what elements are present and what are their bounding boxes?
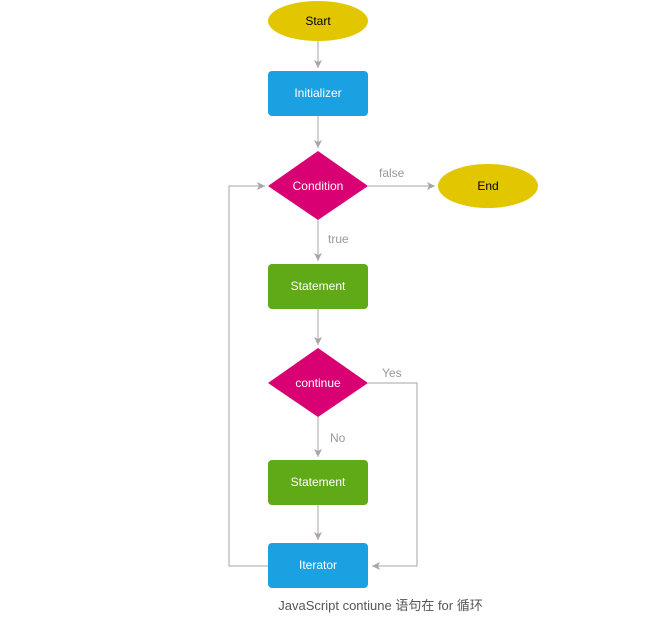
figure-caption: JavaScript contiune 语句在 for 循环: [278, 598, 483, 613]
statement-shape: [268, 460, 368, 505]
edge-continue-yes-to-iterator: [368, 382, 418, 570]
node-label: continue: [295, 376, 341, 390]
node-label: Statement: [291, 475, 346, 489]
node-initializer: Initializer: [268, 71, 368, 116]
decision-shape: [268, 348, 368, 417]
node-end: End: [438, 164, 538, 208]
edge-label-yes: Yes: [382, 366, 402, 380]
edges: [228, 41, 435, 570]
node-label: Statement: [291, 279, 346, 293]
node-condition: Condition: [268, 151, 368, 220]
terminal-shape: [438, 164, 538, 208]
node-statement-2: Statement: [268, 460, 368, 505]
edge-label-no: No: [330, 431, 346, 445]
node-start: Start: [268, 1, 368, 41]
decision-shape: [268, 151, 368, 220]
node-continue: continue: [268, 348, 368, 417]
node-statement-1: Statement: [268, 264, 368, 309]
node-label: Start: [305, 14, 331, 28]
node-label: End: [477, 179, 498, 193]
edge-iterator-loop-back-to-condition: [228, 182, 268, 567]
node-label: Condition: [293, 179, 344, 193]
process-shape: [268, 543, 368, 588]
node-label: Iterator: [299, 558, 337, 572]
terminal-shape: [268, 1, 368, 41]
edge-label-true: true: [328, 232, 349, 246]
statement-shape: [268, 264, 368, 309]
edge-label-false: false: [379, 166, 405, 180]
node-label: Initializer: [294, 86, 341, 100]
node-iterator: Iterator: [268, 543, 368, 588]
process-shape: [268, 71, 368, 116]
